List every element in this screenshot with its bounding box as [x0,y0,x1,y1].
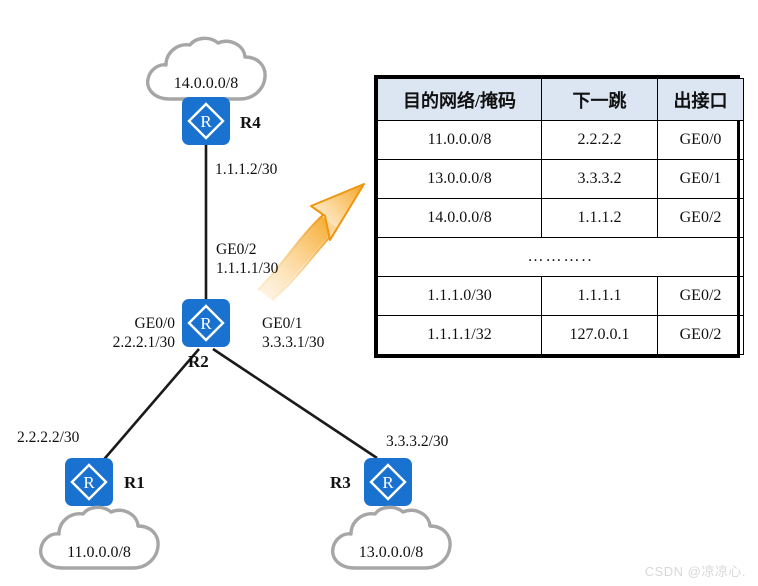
cloud-r1-label: 11.0.0.0/8 [67,544,131,561]
router-r1-label: R1 [124,473,145,492]
cell-nexthop: 127.0.0.1 [541,315,658,355]
cell-destination: 1.1.1.0/30 [377,276,542,316]
cloud-r1: 11.0.0.0/8 [33,504,165,576]
cell-destination: 11.0.0.0/8 [377,120,542,160]
table-row: 13.0.0.0/8 3.3.3.2 GE0/1 [377,159,744,199]
table-header-destination: 目的网络/掩码 [377,78,542,121]
router-r3[interactable]: R [364,458,412,506]
table-header-nexthop: 下一跳 [541,78,658,121]
router-r4-label: R4 [240,113,261,132]
table-row-ellipsis: ……….. [377,237,744,277]
cell-interface: GE0/2 [657,315,744,355]
cell-destination: 1.1.1.1/32 [377,315,542,355]
cell-nexthop: 2.2.2.2 [541,120,658,160]
router-r1[interactable]: R [65,458,113,506]
table-header-row: 目的网络/掩码 下一跳 出接口 [377,78,744,121]
cell-interface: GE0/0 [657,120,744,160]
cell-ellipsis: ……….. [377,237,744,277]
table-row: 1.1.1.0/30 1.1.1.1 GE0/2 [377,276,744,316]
edge-label-r2-ge01-port: GE0/1 [262,315,303,332]
cell-interface: GE0/2 [657,276,744,316]
edge-label-r1-link: 2.2.2.2/30 [17,429,80,446]
curved-arrow-icon [257,183,365,301]
edge-label-r3-link: 3.3.3.2/30 [386,433,449,450]
routing-table: 目的网络/掩码 下一跳 出接口 11.0.0.0/8 2.2.2.2 GE0/0… [374,75,744,358]
router-r4[interactable]: R [182,97,230,145]
cell-interface: GE0/2 [657,198,744,238]
edge-label-r4-link: 1.1.1.2/30 [215,161,278,178]
svg-text:R: R [200,112,212,131]
table-header-interface: 出接口 [657,78,744,121]
cloud-r4: 14.0.0.0/8 [140,35,272,107]
watermark: CSDN @凉凉心. [644,564,746,579]
cell-destination: 13.0.0.0/8 [377,159,542,199]
cloud-r3: 13.0.0.0/8 [325,504,457,576]
router-r2-label: R2 [188,352,209,371]
edge-label-r2-ge02-port: GE0/2 [216,241,257,258]
cell-nexthop: 1.1.1.1 [541,276,658,316]
edge-label-r2-ge00-port: GE0/0 [134,315,175,332]
cell-destination: 14.0.0.0/8 [377,198,542,238]
cell-interface: GE0/1 [657,159,744,199]
edge-label-r2-ge02-addr: 1.1.1.1/30 [216,260,279,277]
svg-text:R: R [83,473,95,492]
edge-label-r2-ge01-addr: 3.3.3.1/30 [262,334,325,351]
cell-nexthop: 1.1.1.2 [541,198,658,238]
cloud-r3-label: 13.0.0.0/8 [358,544,424,561]
table-row: 1.1.1.1/32 127.0.0.1 GE0/2 [377,315,744,355]
link-r2-r1 [99,348,200,465]
cell-nexthop: 3.3.3.2 [541,159,658,199]
table-row: 11.0.0.0/8 2.2.2.2 GE0/0 [377,120,744,160]
router-r2[interactable]: R [182,299,230,347]
svg-text:R: R [382,473,394,492]
table-row: 14.0.0.0/8 1.1.1.2 GE0/2 [377,198,744,238]
svg-text:R: R [200,314,212,333]
cloud-r4-label: 14.0.0.0/8 [173,75,239,92]
link-r2-r3 [212,347,378,460]
router-r3-label: R3 [330,473,351,492]
edge-label-r2-ge00-addr: 2.2.2.1/30 [112,334,175,351]
